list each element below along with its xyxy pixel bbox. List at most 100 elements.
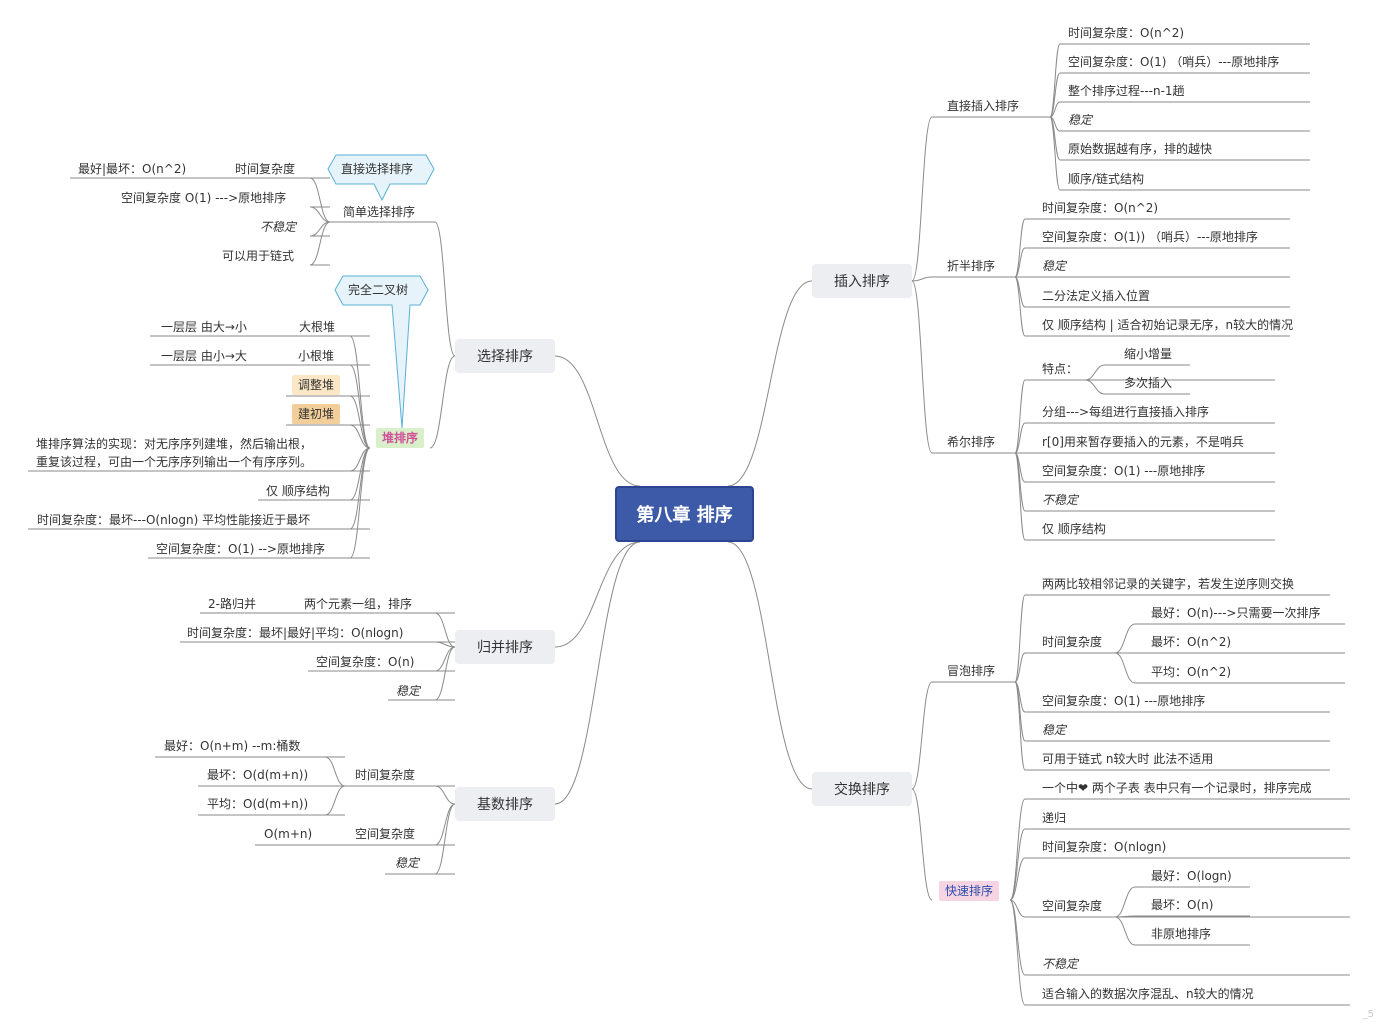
connector-line (349, 447, 371, 559)
radix-time-worst[interactable]: 最坏：O(d(m+n)) (207, 768, 309, 782)
direct-stable[interactable]: 稳定 (1068, 113, 1093, 127)
quick-unstable[interactable]: 不稳定 (1042, 957, 1079, 971)
heap-impl-line2[interactable]: 重复该过程，可由一个无序序列输出一个有序序列。 (36, 455, 313, 469)
heap-sort-node[interactable]: 堆排序 (376, 428, 425, 448)
shell-unstable[interactable]: 不稳定 (1042, 493, 1079, 507)
quick-suitable-case[interactable]: 适合输入的数据次序混乱、n较大的情况 (1042, 987, 1254, 1001)
direct-passes[interactable]: 整个排序过程---n-1趟 (1068, 84, 1185, 98)
connector-line (1049, 43, 1061, 118)
heap-impl-line1[interactable]: 堆排序算法的实现：对无序序列建堆，然后输出根， (36, 437, 313, 451)
bubble-time-complexity-node[interactable]: 时间复杂度 (1042, 635, 1103, 649)
bubble-compare-rule[interactable]: 两两比较相邻记录的关键字，若发生逆序则交换 (1042, 577, 1295, 591)
binary-sequential-only[interactable]: 仅 顺序结构 | 适合初始记录无序，n较大的情况 (1042, 318, 1294, 332)
connector-line (434, 803, 456, 875)
radix-space-detail[interactable]: O(m+n) (264, 827, 313, 841)
connector-line (911, 276, 933, 282)
radix-time-average[interactable]: 平均：O(d(m+n)) (207, 797, 309, 811)
min-heap-detail[interactable]: 一层层 由小→大 (161, 349, 247, 363)
simple-space-complexity[interactable]: 空间复杂度 O(1) --->原地排序 (121, 191, 287, 205)
binary-stable[interactable]: 稳定 (1042, 259, 1067, 273)
shell-r0-note[interactable]: r[0]用来暂存要插入的元素，不是哨兵 (1042, 435, 1244, 449)
max-heap-detail[interactable]: 一层层 由大→小 (161, 320, 247, 334)
branch-radix-sort[interactable]: 基数排序 (455, 787, 555, 821)
connector-line (1009, 828, 1026, 901)
shell-feature-multi-insert[interactable]: 多次插入 (1124, 376, 1173, 390)
connector-line (1009, 899, 1026, 976)
quick-space-best[interactable]: 最好：O(logn) (1151, 869, 1232, 883)
connector-line (554, 355, 641, 487)
quick-space-complexity-node[interactable]: 空间复杂度 (1042, 899, 1103, 913)
connector-line (324, 785, 346, 816)
merge-space-complexity[interactable]: 空间复杂度：O(n) (316, 655, 415, 669)
heap-time-complexity[interactable]: 时间复杂度：最坏---O(nlogn) 平均性能接近于最坏 (37, 513, 311, 527)
heap-space-complexity[interactable]: 空间复杂度：O(1) -->原地排序 (156, 542, 325, 556)
radix-time-complexity-node[interactable]: 时间复杂度 (355, 768, 416, 782)
connector-line (911, 116, 933, 282)
merge-time-complexity[interactable]: 时间复杂度：最坏|最好|平均：O(nlogn) (187, 626, 404, 640)
direct-time-complexity[interactable]: 时间复杂度：O(n^2) (1068, 26, 1185, 40)
branch-exchange-sort[interactable]: 交换排序 (812, 772, 912, 806)
direct-space-complexity[interactable]: 空间复杂度：O(1) （哨兵）---原地排序 (1068, 55, 1280, 69)
connector-line (434, 221, 456, 357)
shell-space-complexity[interactable]: 空间复杂度：O(1) ---原地排序 (1042, 464, 1206, 478)
shell-features-node[interactable]: 特点： (1042, 362, 1079, 376)
min-heap-node[interactable]: 小根堆 (298, 349, 335, 363)
connector-line (911, 280, 933, 454)
root-topic[interactable]: 第八章 排序 (615, 486, 754, 542)
bubble-sort-node[interactable]: 冒泡排序 (947, 664, 996, 678)
connector-line (911, 788, 933, 901)
connector-line (1114, 623, 1136, 654)
radix-stable[interactable]: 稳定 (395, 856, 420, 870)
simple-linked-usable[interactable]: 可以用于链式 (222, 249, 295, 263)
radix-space-complexity-node[interactable]: 空间复杂度 (355, 827, 416, 841)
connector-line (1014, 379, 1026, 454)
quick-pivot-note[interactable]: 一个中❤ 两个子表 表中只有一个记录时，排序完成 (1042, 781, 1312, 795)
quick-recursive[interactable]: 递归 (1042, 811, 1067, 825)
radix-time-best[interactable]: 最好：O(n+m) --m:桶数 (164, 739, 301, 753)
binary-locate-position[interactable]: 二分法定义插入位置 (1042, 289, 1151, 303)
build-heap-node[interactable]: 建初堆 (292, 404, 341, 424)
branch-merge-sort[interactable]: 归并排序 (455, 630, 555, 664)
heap-sequential-only[interactable]: 仅 顺序结构 (266, 484, 330, 498)
connector-line (1009, 899, 1026, 1006)
quick-sort-node[interactable]: 快速排序 (939, 881, 1000, 901)
bubble-time-worst[interactable]: 最坏：O(n^2) (1151, 635, 1232, 649)
simple-time-complexity-node[interactable]: 时间复杂度 (235, 162, 296, 176)
max-heap-node[interactable]: 大根堆 (299, 320, 336, 334)
adjust-heap-node[interactable]: 调整堆 (292, 375, 341, 395)
connector-line (349, 335, 371, 449)
shell-sequential-only[interactable]: 仅 顺序结构 (1042, 522, 1106, 536)
connector-line (434, 612, 456, 648)
connector-line (1114, 886, 1136, 918)
simple-unstable[interactable]: 不稳定 (260, 220, 297, 234)
shell-sort-node[interactable]: 希尔排序 (947, 435, 996, 449)
binary-space-complexity[interactable]: 空间复杂度：O(1)) （哨兵）---原地排序 (1042, 230, 1258, 244)
quick-not-in-place[interactable]: 非原地排序 (1151, 927, 1212, 941)
bubble-time-best[interactable]: 最好：O(n)--->只需要一次排序 (1151, 606, 1321, 620)
connector-line (1009, 798, 1026, 901)
two-way-merge-detail[interactable]: 2-路归并 (208, 597, 256, 611)
shell-feature-shrink[interactable]: 缩小增量 (1124, 347, 1173, 361)
connector-line (434, 646, 456, 701)
connector-line (349, 395, 371, 449)
quick-space-worst[interactable]: 最坏：O(n) (1151, 898, 1214, 912)
direct-insertion-sort-node[interactable]: 直接插入排序 (947, 99, 1020, 113)
connector-line (1014, 422, 1026, 454)
bubble-stable[interactable]: 稳定 (1042, 723, 1067, 737)
merge-stable[interactable]: 稳定 (396, 684, 421, 698)
bubble-time-average[interactable]: 平均：O(n^2) (1151, 665, 1232, 679)
bubble-linked-note[interactable]: 可用于链式 n较大时 此法不适用 (1042, 752, 1214, 766)
branch-selection-sort[interactable]: 选择排序 (455, 339, 555, 373)
direct-ordered-faster[interactable]: 原始数据越有序，排的越快 (1068, 142, 1213, 156)
branch-insertion-sort[interactable]: 插入排序 (812, 264, 912, 298)
simple-time-detail[interactable]: 最好|最坏：O(n^2) (78, 162, 187, 176)
shell-grouping[interactable]: 分组--->每组进行直接插入排序 (1042, 405, 1210, 419)
binary-insertion-sort-node[interactable]: 折半排序 (947, 259, 996, 273)
simple-selection-sort-node[interactable]: 简单选择排序 (343, 205, 416, 219)
quick-time-complexity[interactable]: 时间复杂度：O(nlogn) (1042, 840, 1167, 854)
binary-time-complexity[interactable]: 时间复杂度：O(n^2) (1042, 201, 1159, 215)
connector-line (1114, 652, 1136, 684)
two-way-merge-node[interactable]: 两个元素一组，排序 (304, 597, 413, 611)
direct-structure[interactable]: 顺序/链式结构 (1068, 172, 1145, 186)
bubble-space-complexity[interactable]: 空间复杂度：O(1) ---原地排序 (1042, 694, 1206, 708)
